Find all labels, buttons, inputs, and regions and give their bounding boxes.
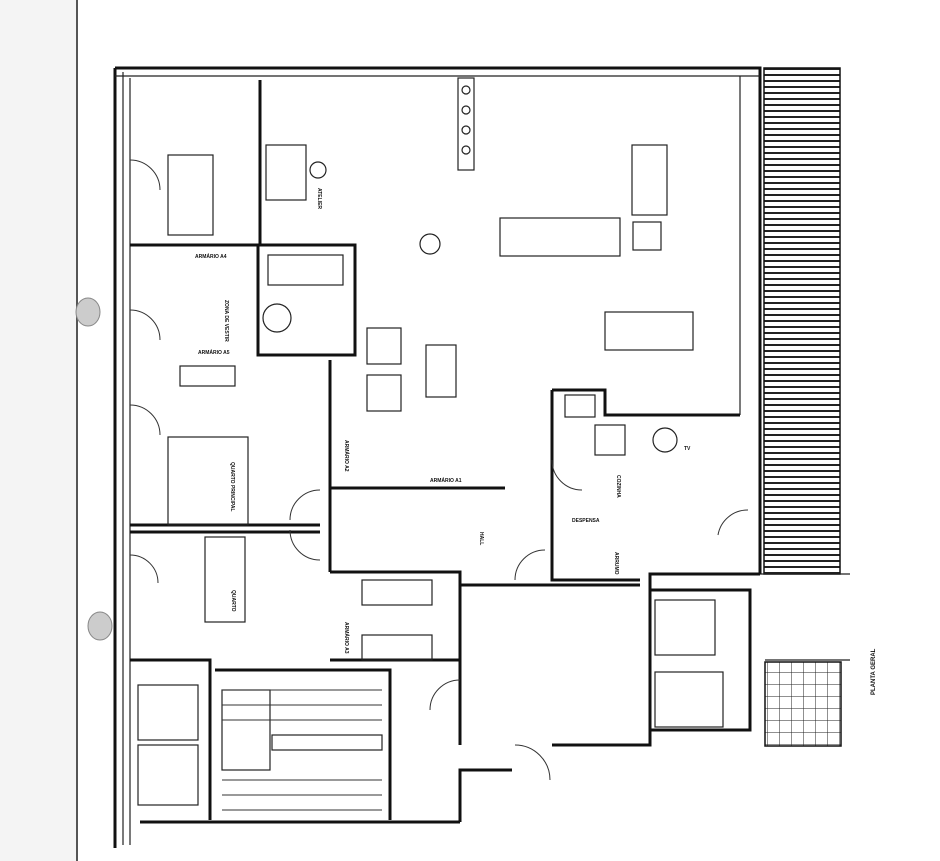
binder-hole: [87, 611, 113, 641]
furniture: [137, 77, 724, 811]
label-pantry: DESPENSA: [572, 518, 600, 524]
label-storage: ARRUMO: [613, 552, 619, 575]
label-dressing: ZONA DE VESTIR: [223, 300, 229, 342]
label-hall: HALL: [478, 532, 484, 545]
label-wardrobe-a4: ARMÁRIO A4: [195, 253, 227, 260]
label-atelier: ATELIER: [316, 188, 322, 209]
interior-walls: [130, 80, 752, 820]
label-wardrobe-a5: ARMÁRIO A5: [198, 349, 230, 356]
label-wardrobe-a3: ARMÁRIO A3: [343, 622, 350, 654]
page-margin: [0, 0, 78, 861]
terrace-hatched: [763, 67, 841, 575]
plan-title: PLANTA GERAL: [871, 648, 877, 695]
label-wardrobe-a1: ARMÁRIO A1: [430, 477, 462, 484]
label-wardrobe-a2: ARMÁRIO A2: [343, 440, 350, 472]
label-bedroom: QUARTO: [230, 590, 236, 612]
terrace-grid: [764, 661, 842, 747]
label-tv: TV: [684, 446, 691, 452]
doors: [129, 159, 749, 781]
label-kitchen: COZINHA: [615, 475, 621, 498]
outer-walls: [113, 66, 762, 848]
label-master-bedroom: QUARTO PRINCIPAL: [229, 462, 235, 512]
binder-hole: [75, 297, 101, 327]
